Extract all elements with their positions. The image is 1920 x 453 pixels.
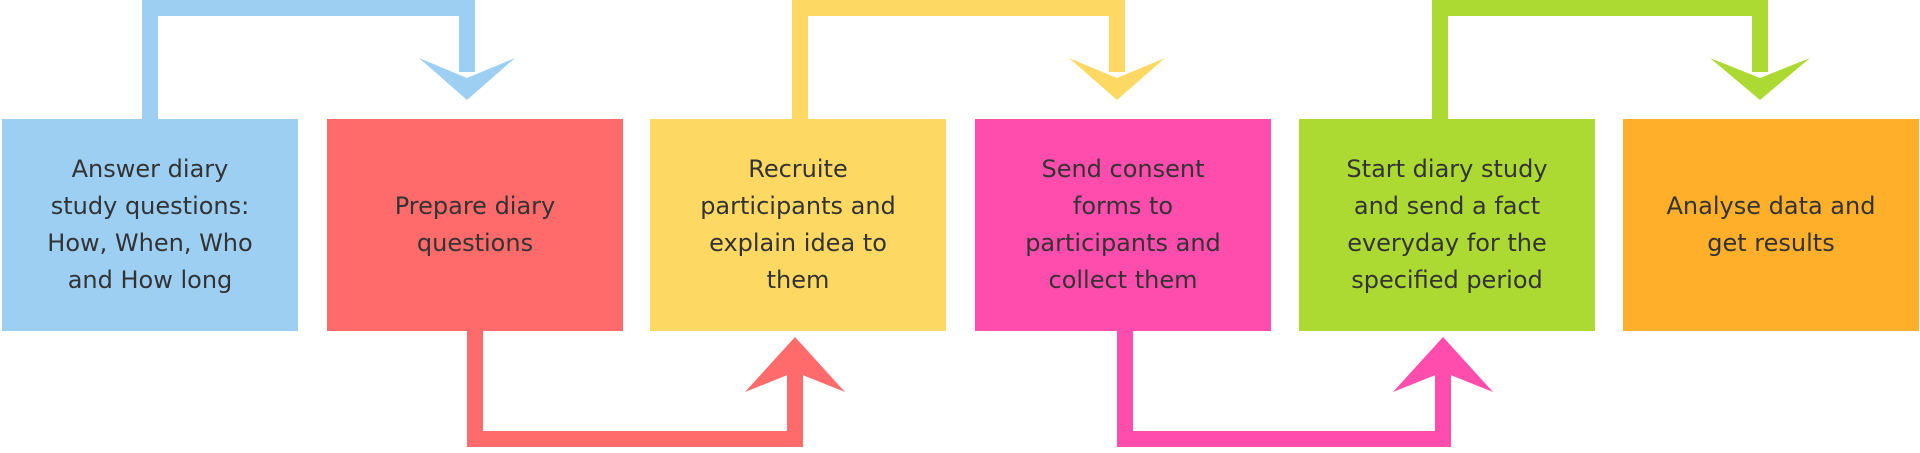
connector-arrow-3-to-4 — [792, 0, 1165, 120]
step-box-3: Recruite participants and explain idea t… — [650, 119, 946, 331]
step-label-3: Recruite participants and explain idea t… — [700, 155, 896, 294]
step-label-5: Start diary study and send a fact everyd… — [1346, 155, 1548, 294]
step-label-6: Analyse data and get results — [1666, 192, 1876, 257]
connector-arrow-1-to-2 — [142, 0, 515, 120]
step-box-4: Send consent forms to participants and c… — [975, 119, 1271, 331]
connector-arrow-2-to-3 — [467, 330, 845, 447]
step-box-1: Answer diary study questions: How, When,… — [2, 119, 298, 331]
step-box-6: Analyse data and get results — [1623, 119, 1919, 331]
step-box-2: Prepare diary questions — [327, 119, 623, 331]
step-box-5: Start diary study and send a fact everyd… — [1299, 119, 1595, 331]
connector-arrow-4-to-5 — [1117, 330, 1493, 447]
step-label-1: Answer diary study questions: How, When,… — [47, 155, 253, 294]
step-label-4: Send consent forms to participants and c… — [1025, 155, 1221, 294]
step-label-2: Prepare diary questions — [394, 192, 556, 257]
connector-arrow-5-to-6 — [1432, 0, 1810, 120]
